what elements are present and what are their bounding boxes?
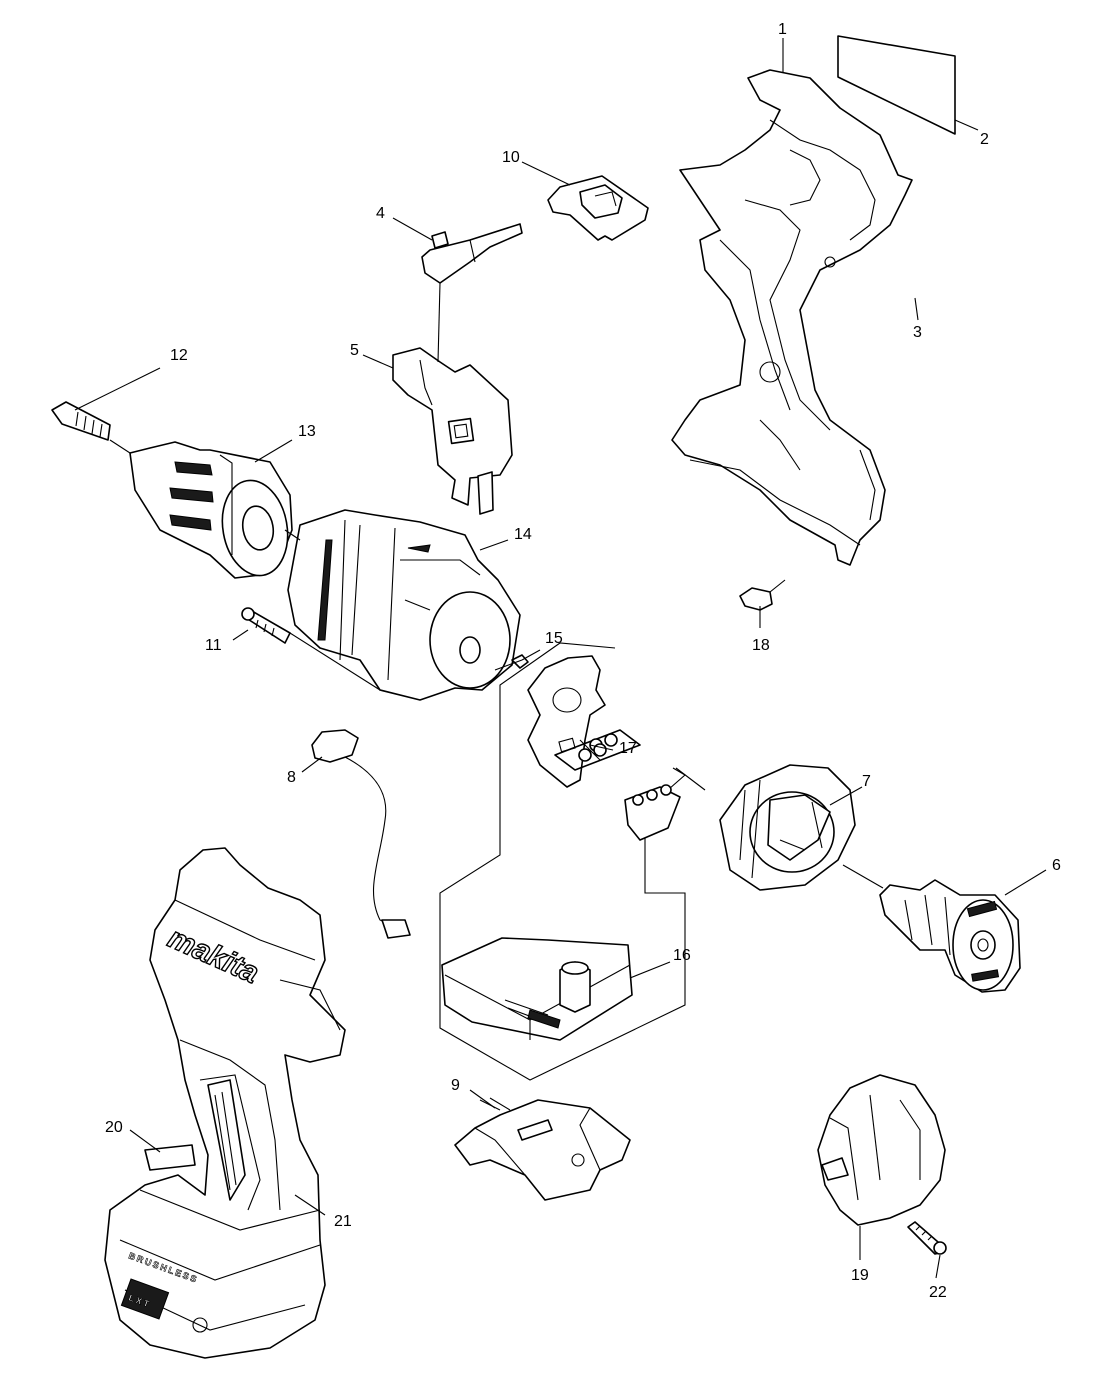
callout-19: 19 [851,1267,869,1284]
part-terminal-set[interactable] [554,729,681,841]
callout-17: 17 [619,740,637,757]
callout-22: 22 [929,1284,947,1301]
part-controller[interactable] [441,937,633,1041]
callout-6: 6 [1052,857,1061,874]
callout-15: 15 [545,630,563,647]
part-rotor[interactable] [879,879,1021,993]
callout-12: 12 [170,347,188,364]
callout-5: 5 [350,342,359,359]
part-label-plate[interactable] [837,35,956,135]
callout-labels: 1 2 3 4 5 6 7 8 9 10 11 12 13 14 15 16 1… [105,21,1061,1301]
callout-3: 3 [913,324,922,341]
part-insulation-plate[interactable] [527,655,606,788]
callout-14: 14 [514,526,532,543]
callout-8: 8 [287,769,296,786]
part-switch-lever[interactable] [421,223,523,284]
part-chuck-screw[interactable] [51,401,111,441]
callout-13: 13 [298,423,316,440]
part-switch[interactable] [392,347,513,515]
part-keyless-chuck[interactable] [129,441,295,581]
part-rear-cover-screw[interactable] [907,1221,947,1255]
part-housing-left[interactable]: makita LXT BRUSHLESS [104,847,346,1359]
part-gear-screw[interactable] [241,607,291,644]
part-housing-right[interactable] [671,69,913,566]
part-nameplate[interactable] [144,1144,196,1171]
part-small-screw[interactable] [511,654,529,669]
callout-9: 9 [451,1077,460,1094]
leader-lines [74,38,1047,1279]
part-battery-terminal[interactable] [454,1097,631,1201]
part-reversing-lever[interactable] [547,175,649,241]
callout-1: 1 [778,21,787,38]
callout-18: 18 [752,637,770,654]
callout-2: 2 [980,131,989,148]
part-stator[interactable] [719,764,856,891]
callout-11: 11 [205,637,222,654]
callout-16: 16 [673,947,691,964]
callout-21: 21 [334,1213,352,1230]
callout-10: 10 [502,149,520,166]
part-small-clip[interactable] [739,587,773,611]
callout-4: 4 [376,205,385,222]
part-gear-assembly[interactable] [287,509,521,701]
part-rear-cover[interactable] [817,1074,946,1226]
callout-7: 7 [862,773,871,790]
callout-20: 20 [105,1119,123,1136]
part-led-wire[interactable] [311,729,411,939]
